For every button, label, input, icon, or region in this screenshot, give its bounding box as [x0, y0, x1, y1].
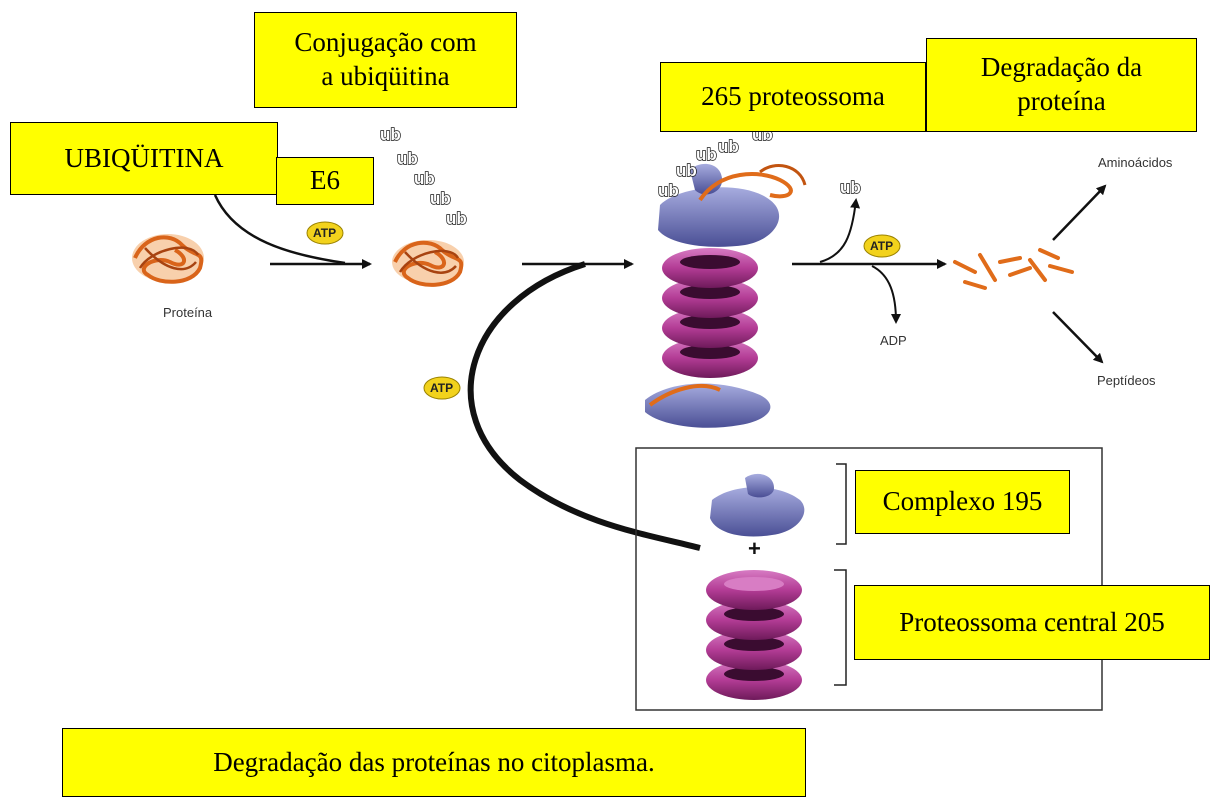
- ub-tag: ub: [696, 145, 717, 164]
- atp-badge-2: ATP: [423, 376, 461, 400]
- proteasome-26s: [645, 163, 807, 428]
- complex-19s-label: Complexo 195: [855, 470, 1070, 534]
- ub-tag: ub: [676, 161, 697, 180]
- proteasome-26s-label: 265 proteossoma: [660, 62, 926, 132]
- ub-tag: ub: [718, 137, 739, 156]
- protein-label: Proteína: [163, 305, 213, 320]
- atp-badge-1: ATP: [306, 221, 344, 245]
- assembly-arc: [467, 261, 701, 551]
- atp-text-3: ATP: [870, 239, 893, 253]
- ub-tag: ub: [658, 181, 679, 200]
- arrow-adp: [871, 265, 901, 324]
- ubiquitin-label: UBIQÜITINA: [10, 122, 278, 195]
- atp-badge-3: ATP: [863, 234, 901, 258]
- ub-tag: ub: [430, 189, 451, 208]
- peptides-label: Peptídeos: [1097, 373, 1156, 388]
- atp-text-1: ATP: [313, 226, 336, 240]
- atp-text-2: ATP: [430, 381, 453, 395]
- core-20s-label: Proteossoma central 205: [854, 585, 1210, 660]
- ub-tag: ub: [446, 209, 467, 228]
- protein-blob: [132, 234, 204, 284]
- amino-acids-label: Aminoácidos: [1098, 155, 1173, 170]
- released-ub: ub: [840, 178, 861, 197]
- inset-frame: [635, 447, 1103, 711]
- arrow-to-amino-acids: [1052, 184, 1107, 241]
- conjugation-label: Conjugação com a ubiqüitina: [254, 12, 517, 108]
- peptide-fragments: [953, 248, 1074, 290]
- protein-degradation-label: Degradação da proteína: [926, 38, 1197, 132]
- ub-tag: ub: [380, 125, 401, 144]
- core-20s-shape: [706, 570, 802, 700]
- plus-sign: +: [748, 536, 761, 561]
- ub-chain: ub ub ub ub ub: [379, 124, 467, 228]
- e6-label: E6: [276, 157, 374, 205]
- bracket-19s: [836, 463, 847, 545]
- ubiquitin-curve-arrow: [213, 194, 346, 265]
- arrow-to-peptides: [1052, 311, 1104, 364]
- complex-19s-shape: [710, 473, 805, 537]
- figure-caption: Degradação das proteínas no citoplasma.: [62, 728, 806, 797]
- arrow-ub-release: [819, 198, 861, 263]
- ub-tag: ub: [414, 169, 435, 188]
- ub-tag: ub: [397, 149, 418, 168]
- ubiquitinated-protein-blob: [392, 240, 464, 287]
- adp-label: ADP: [880, 333, 907, 348]
- bracket-20s: [834, 569, 847, 686]
